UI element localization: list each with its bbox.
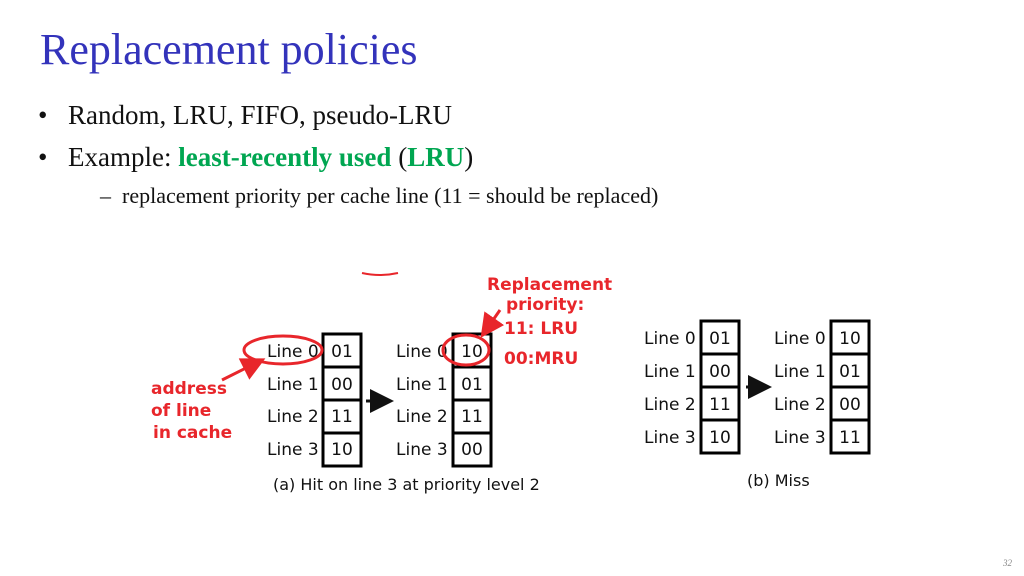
panel-b-after-values: 10 01 00 11 <box>839 329 861 448</box>
panel-b-before-boxes <box>699 319 741 455</box>
panel-b-after-value-0: 10 <box>839 329 861 349</box>
red-scribble <box>361 272 399 276</box>
address-text-1: address <box>151 379 227 399</box>
panel-b-line-3-label: Line 3 <box>644 428 696 448</box>
panel-a-line-0-label: Line 0 <box>267 342 319 362</box>
slide-title: Replacement policies <box>40 25 418 74</box>
panel-a-after-values: 10 01 11 00 <box>461 342 483 460</box>
panel-a-after-value-3: 00 <box>461 440 483 460</box>
panel-a-line-2-label: Line 2 <box>267 407 319 427</box>
panel-a-after-line-3-label: Line 3 <box>396 440 448 460</box>
sub-bullet-dash: – <box>100 183 122 208</box>
example-prefix: Example: <box>68 142 179 172</box>
panel-b-after-value-1: 01 <box>839 362 861 382</box>
panel-b-before-values: 01 00 11 10 <box>709 329 731 448</box>
address-annotation: address of line in cache <box>151 379 232 443</box>
panel-b-after-line-0-label: Line 0 <box>774 329 826 349</box>
panel-a-before-values: 01 00 11 10 <box>331 342 353 460</box>
lru-highlight: least-recently used <box>178 142 392 172</box>
panel-a-after-line-0-label: Line 0 <box>396 342 448 362</box>
panel-a-before-value-1: 00 <box>331 375 353 395</box>
address-text-2: of line <box>151 401 211 421</box>
paren-open: ( <box>391 142 408 172</box>
priority-circle <box>441 333 491 367</box>
bullet-dot: • <box>38 100 48 130</box>
rp-text-1: Replacement <box>487 275 612 295</box>
priority-arrow <box>480 309 505 338</box>
panel-b-before-value-2: 11 <box>709 395 731 415</box>
panel-b-caption: (b) Miss <box>747 471 810 490</box>
paren-close: ) <box>464 142 474 172</box>
panel-a-before-value-3: 10 <box>331 440 353 460</box>
panel-a-after-line-2-label: Line 2 <box>396 407 448 427</box>
bullet-policies: • Random, LRU, FIFO, pseudo-LRU <box>38 98 452 132</box>
page-number: 32 <box>1003 558 1012 568</box>
panel-b-after-line-2-label: Line 2 <box>774 395 826 415</box>
panel-b-line-0-label: Line 0 <box>644 329 696 349</box>
panel-a-before-boxes <box>321 332 363 468</box>
panel-b-after-value-3: 11 <box>839 428 861 448</box>
sub-bullet: – replacement priority per cache line (1… <box>100 183 658 209</box>
panel-b-line-1-label: Line 1 <box>644 362 696 382</box>
line-0-circle <box>242 334 324 366</box>
rp-text-2: priority: <box>506 295 584 315</box>
panel-b-after-labels: Line 0 Line 1 Line 2 Line 3 <box>774 329 826 448</box>
panel-a-after-line-1-label: Line 1 <box>396 375 448 395</box>
panel-a-after-labels: Line 0 Line 1 Line 2 Line 3 <box>396 342 448 460</box>
panel-b-before-labels: Line 0 Line 1 Line 2 Line 3 <box>644 329 696 448</box>
panel-a-after-value-1: 01 <box>461 375 483 395</box>
lru-abbr: LRU <box>407 142 465 172</box>
panel-a-before-labels: Line 0 Line 1 Line 2 Line 3 <box>267 342 319 460</box>
rp-text-3: 11: LRU <box>504 319 578 339</box>
priority-annotation: Replacement priority: 11: LRU 00:MRU <box>487 275 612 369</box>
panel-b-after-boxes <box>829 319 871 455</box>
sub-bullet-text: replacement priority per cache line (11 … <box>122 183 659 208</box>
panel-b-after-line-3-label: Line 3 <box>774 428 826 448</box>
panel-a-after-value-2: 11 <box>461 407 483 427</box>
panel-a-before-value-0: 01 <box>331 342 353 362</box>
panel-a-after-value-0: 10 <box>461 342 483 362</box>
address-text-3: in cache <box>153 423 232 443</box>
panel-b-after-line-1-label: Line 1 <box>774 362 826 382</box>
bullet-example: • Example: least-recently used (LRU) <box>38 140 473 174</box>
panel-b-before-value-1: 00 <box>709 362 731 382</box>
bullet-policies-text: Random, LRU, FIFO, pseudo-LRU <box>68 100 452 130</box>
panel-b-before-value-0: 01 <box>709 329 731 349</box>
panel-b-after-value-2: 00 <box>839 395 861 415</box>
panel-b-before-value-3: 10 <box>709 428 731 448</box>
panel-a-caption: (a) Hit on line 3 at priority level 2 <box>273 475 540 494</box>
panel-a-line-3-label: Line 3 <box>267 440 319 460</box>
panel-a-before-value-2: 11 <box>331 407 353 427</box>
bullet-dot: • <box>38 142 48 172</box>
address-arrow <box>221 358 266 382</box>
panel-a-line-1-label: Line 1 <box>267 375 319 395</box>
rp-text-4: 00:MRU <box>504 349 578 369</box>
panel-b-line-2-label: Line 2 <box>644 395 696 415</box>
